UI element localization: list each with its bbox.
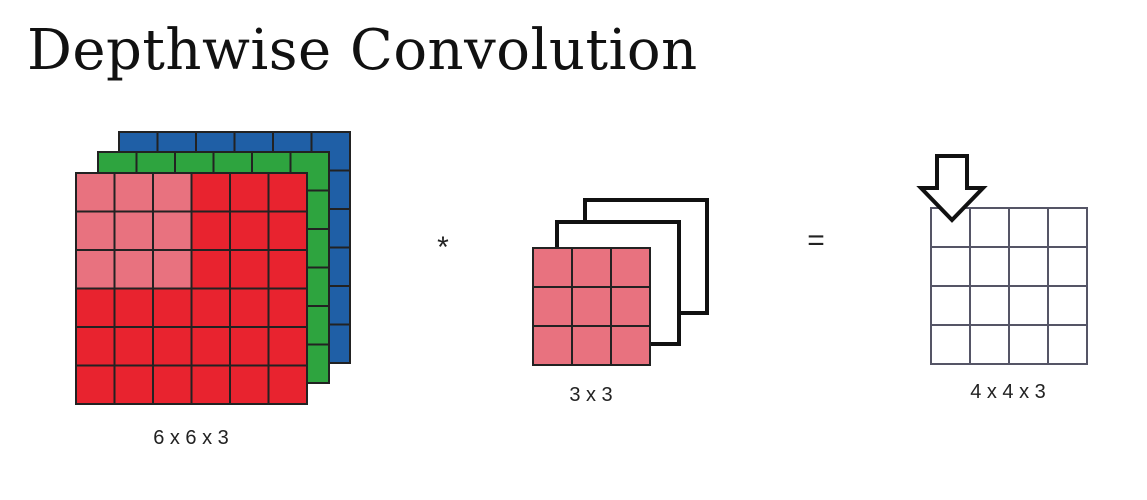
red-channel-cell [190, 364, 231, 405]
output-cell [1008, 246, 1049, 287]
red-channel-cell [152, 249, 193, 290]
red-channel-cell [152, 364, 193, 405]
red-channel-cell [75, 287, 116, 328]
red-channel-cell [113, 249, 154, 290]
red-channel-cell [229, 364, 270, 405]
red-channel-cell [190, 249, 231, 290]
red-channel-cell [190, 172, 231, 213]
output-cell [969, 324, 1010, 365]
red-channel-cell [267, 287, 308, 328]
red-channel-cell [75, 326, 116, 367]
filter-cell [532, 247, 573, 288]
red-channel-cell [113, 326, 154, 367]
output-cell [1047, 285, 1088, 326]
green-channel-cell [289, 151, 330, 192]
output-cell [969, 246, 1010, 287]
filter-cell [610, 286, 651, 327]
filter-cell [532, 286, 573, 327]
red-channel-cell [190, 326, 231, 367]
red-channel-cell [229, 249, 270, 290]
output-cell [1047, 207, 1088, 248]
filter-cell [571, 247, 612, 288]
filter-cell [610, 325, 651, 366]
red-channel-cell [152, 326, 193, 367]
filter-cell [610, 247, 651, 288]
red-channel-cell [267, 326, 308, 367]
red-channel-cell [190, 210, 231, 251]
output-cell [969, 285, 1010, 326]
input-channel-red [75, 172, 308, 405]
filter-dimensions-label: 3 x 3 [569, 384, 612, 406]
equals-operator: = [807, 224, 825, 257]
red-channel-cell [113, 287, 154, 328]
red-channel-cell [267, 249, 308, 290]
red-channel-cell [75, 210, 116, 251]
red-channel-cell [229, 172, 270, 213]
red-channel-cell [152, 287, 193, 328]
down-arrow-icon [916, 154, 988, 223]
red-channel-cell [75, 249, 116, 290]
red-channel-cell [113, 364, 154, 405]
red-channel-cell [229, 210, 270, 251]
output-cell [1047, 246, 1088, 287]
red-channel-cell [229, 287, 270, 328]
output-cell [969, 207, 1010, 248]
filter-front-grid [532, 247, 651, 366]
red-channel-cell [267, 172, 308, 213]
red-channel-cell [152, 210, 193, 251]
page-title: Depthwise Convolution [27, 18, 698, 83]
output-cell [1008, 285, 1049, 326]
output-cell [930, 285, 971, 326]
output-dimensions-label: 4 x 4 x 3 [970, 381, 1046, 403]
input-volume [75, 131, 351, 405]
red-channel-cell [113, 172, 154, 213]
red-channel-cell [190, 287, 231, 328]
output-cell [930, 246, 971, 287]
output-cell [1008, 324, 1049, 365]
filter-cell [532, 325, 573, 366]
filter-cell [571, 286, 612, 327]
output-cell [1047, 324, 1088, 365]
multiply-operator: * [437, 231, 449, 264]
red-channel-cell [267, 364, 308, 405]
filter-stack [532, 198, 709, 366]
output-cell [930, 324, 971, 365]
output-cell [1008, 207, 1049, 248]
input-dimensions-label: 6 x 6 x 3 [153, 427, 229, 449]
red-channel-cell [152, 172, 193, 213]
red-channel-cell [113, 210, 154, 251]
filter-cell [571, 325, 612, 366]
red-channel-cell [267, 210, 308, 251]
red-channel-cell [75, 172, 116, 213]
red-channel-cell [229, 326, 270, 367]
output-grid [930, 207, 1088, 365]
red-channel-cell [75, 364, 116, 405]
